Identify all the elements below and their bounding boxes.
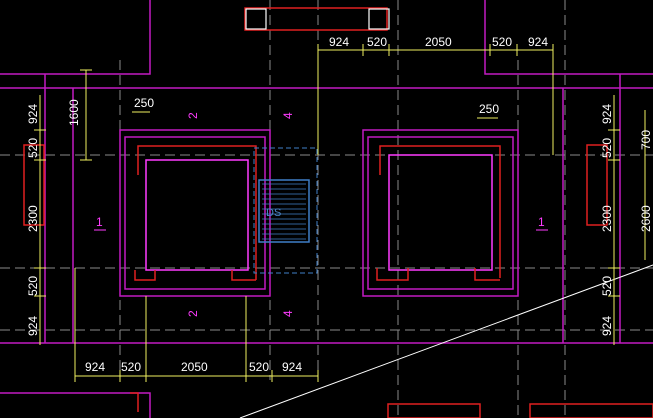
dims-top: 924 520 2050 520 924 xyxy=(329,35,548,49)
shaft-right-inner xyxy=(388,154,493,271)
dim-left-4: 520 xyxy=(26,276,40,296)
shaft-left-outer xyxy=(119,129,271,297)
column-right-bl xyxy=(376,268,409,281)
dim-1600: 1600 xyxy=(67,99,81,126)
beam-boxes xyxy=(245,8,390,30)
dim-700: 700 xyxy=(639,130,653,150)
shaft-left-mid xyxy=(124,136,266,290)
room-marks: 1 1 2 2 4 4 xyxy=(96,112,545,317)
column-bottom-beam-2 xyxy=(529,403,653,418)
columns xyxy=(23,7,653,418)
column-right-wall xyxy=(586,144,608,226)
dim-right-3: 2300 xyxy=(600,205,614,232)
dims-left: 924 520 2300 520 924 xyxy=(26,104,40,336)
dim-top-3: 2050 xyxy=(425,35,452,49)
beam-box-left xyxy=(245,8,267,30)
column-right-top xyxy=(379,145,501,278)
dim-left-2: 520 xyxy=(26,138,40,158)
dims-misc: 1600 250 250 700 2600 xyxy=(67,96,653,232)
wall-top-right xyxy=(484,0,653,75)
dim-bottom-5: 924 xyxy=(282,360,302,374)
column-top-beam xyxy=(244,7,388,31)
blue-detail xyxy=(253,147,318,274)
dim-right-1: 924 xyxy=(600,104,614,124)
dim-bottom-1: 924 xyxy=(85,360,105,374)
mark-2-top: 2 xyxy=(186,112,200,119)
blue-detail-label: DS xyxy=(266,207,281,219)
column-left-bl xyxy=(134,270,156,281)
dim-top-1: 924 xyxy=(329,35,349,49)
dim-right-2: 520 xyxy=(600,138,614,158)
dimension-lines xyxy=(34,44,646,382)
room-label-left: 1 xyxy=(96,215,103,229)
column-left-wall xyxy=(23,144,45,226)
dims-bottom: 924 520 2050 520 924 xyxy=(85,360,302,374)
dim-bottom-4: 520 xyxy=(249,360,269,374)
blue-box xyxy=(258,179,310,243)
wall-bottom-left xyxy=(0,392,151,418)
dim-250-left-label: 250 xyxy=(134,96,154,110)
dim-bottom-2: 520 xyxy=(121,360,141,374)
mark-2-bottom: 2 xyxy=(186,310,200,317)
dim-250-right-label: 250 xyxy=(479,102,499,116)
shaft-right-outer xyxy=(362,129,519,297)
dim-left-3: 2300 xyxy=(26,205,40,232)
column-right-br xyxy=(474,268,500,281)
mark-4-top: 4 xyxy=(281,112,295,119)
dim-top-2: 520 xyxy=(367,35,387,49)
column-left-top xyxy=(137,145,257,280)
column-bottom-beam-1 xyxy=(387,403,481,418)
shaft-left-inner xyxy=(145,159,249,271)
mark-4-bottom: 4 xyxy=(281,310,295,317)
dim-left-5: 924 xyxy=(26,316,40,336)
column-left-br xyxy=(231,270,256,281)
column-bottom-left xyxy=(130,392,139,412)
blue-dashed-box xyxy=(253,147,318,274)
dim-top-4: 520 xyxy=(492,35,512,49)
dims-right: 924 520 2300 520 924 xyxy=(600,104,614,336)
shaft-right-mid xyxy=(367,136,514,290)
wall-top-left xyxy=(0,0,151,75)
diagonal-line xyxy=(239,264,653,418)
dim-right-4: 520 xyxy=(600,276,614,296)
room-label-right: 1 xyxy=(538,215,545,229)
dim-right-5: 924 xyxy=(600,316,614,336)
blue-hatch xyxy=(262,183,306,240)
beam-box-right xyxy=(368,8,390,30)
dim-2600: 2600 xyxy=(639,205,653,232)
dim-left-1: 924 xyxy=(26,104,40,124)
dim-top-5: 924 xyxy=(528,35,548,49)
dim-bottom-3: 2050 xyxy=(181,360,208,374)
